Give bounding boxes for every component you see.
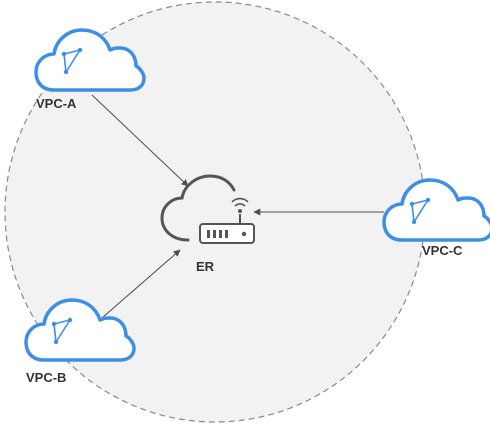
connector-vpc-a-er: [91, 94, 189, 187]
vpc-cloud-icon: [24, 298, 136, 362]
er-label: ER: [196, 259, 215, 274]
vpc-cloud-icon: [382, 178, 490, 242]
enterprise-router-icon: [160, 174, 255, 244]
vpc-a-label: VPC-A: [36, 96, 77, 111]
vpc-b-node[interactable]: [24, 298, 136, 362]
er-node[interactable]: [160, 174, 255, 244]
vpc-c-label: VPC-C: [422, 243, 463, 258]
vpc-b-label: VPC-B: [26, 370, 66, 385]
vpc-a-node[interactable]: [34, 28, 146, 92]
vpc-c-node[interactable]: [382, 178, 490, 242]
vpc-cloud-icon: [34, 28, 146, 92]
connector-vpc-b-er: [101, 249, 181, 319]
